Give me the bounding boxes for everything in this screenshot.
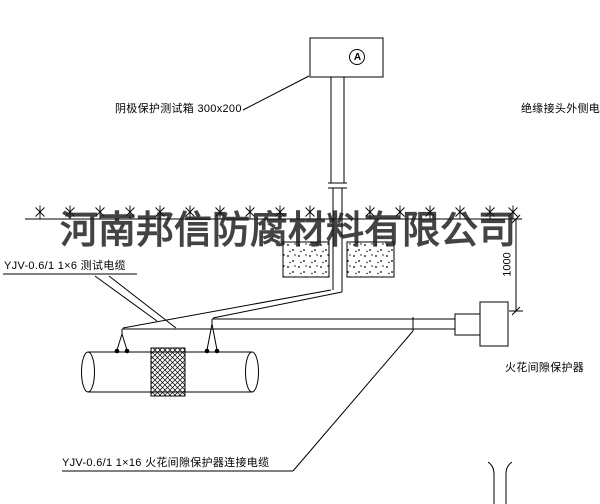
pipe-end-right: [245, 351, 259, 393]
foundation-block-right: [346, 241, 395, 278]
ammeter-circle: [349, 49, 365, 65]
pipe-end-left: [81, 351, 95, 393]
leader-lines: [3, 75, 414, 472]
protector-body: [479, 301, 509, 347]
spark-gap-protector-label: 火花间隙保护器: [505, 362, 585, 374]
pipeline: [81, 347, 259, 397]
riser-conduit: [328, 77, 347, 292]
insulating-joint: [150, 347, 186, 397]
foundation-block-left: [282, 241, 330, 278]
foundation-blocks: [282, 241, 395, 278]
test-cable-label: YJV-0.6/1 1×6 测试电缆: [4, 260, 126, 272]
protector-cables: [122, 317, 455, 331]
test-box-leader: [242, 75, 310, 111]
insulation-joint-cable-label: 绝缘接头外侧电缆: [521, 103, 600, 115]
protector-cable-label: YJV-0.6/1 1×16 火花间隙保护器连接电缆: [62, 457, 270, 469]
protector-cable-leader: [292, 330, 414, 472]
detail-stub-symbol: [487, 461, 513, 504]
test-cable-leader-1: [94, 275, 158, 322]
test-cables: [122, 289, 343, 329]
dimension-line: [509, 214, 523, 316]
company-watermark: 河南邦信防腐材料有限公司: [60, 210, 517, 252]
test-cable-leader-2: [108, 275, 177, 329]
ammeter-symbol-letter: A: [353, 52, 362, 63]
test-box: [309, 37, 384, 78]
protector-stem: [454, 313, 481, 336]
spark-gap-protector: [454, 301, 509, 347]
test-box-label: 阴极保护测试箱 300x200: [115, 103, 242, 115]
cable-terminals: [114, 319, 220, 354]
burial-depth-dimension-text: 1000: [501, 252, 514, 277]
